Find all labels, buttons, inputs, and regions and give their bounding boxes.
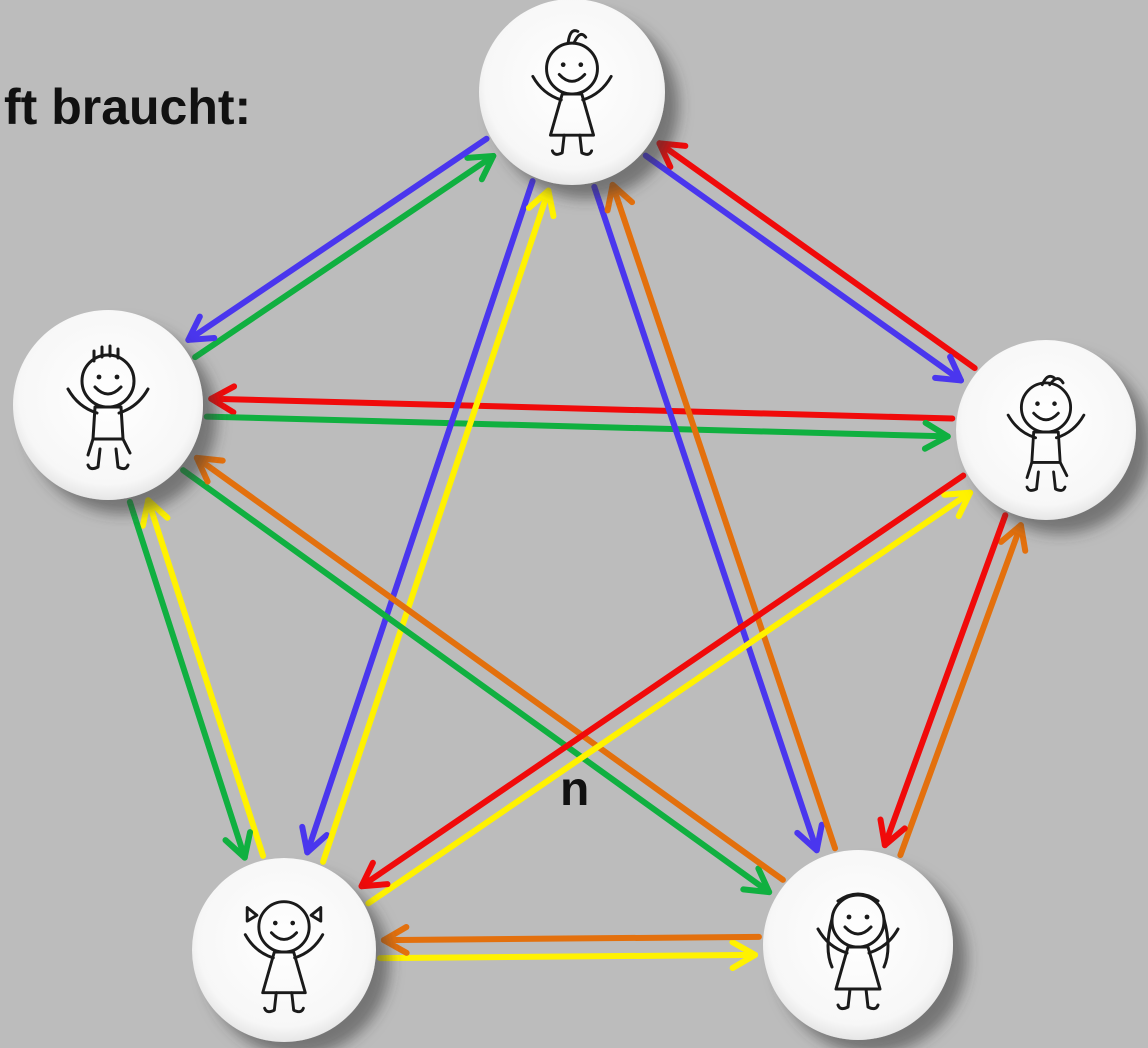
arrow-top-to-lower-left <box>299 178 536 856</box>
arrow-upper-left-to-upper-right <box>203 413 951 452</box>
arrow-lower-right-to-upper-left <box>193 454 786 883</box>
girl-dancing-icon <box>531 29 613 156</box>
arrow-top-to-upper-right <box>642 152 964 384</box>
arrow-upper-right-to-top <box>656 140 978 372</box>
child-node-upper-left <box>13 310 203 500</box>
slide-text-fragment-middle: n <box>560 763 590 816</box>
arrows-layer <box>126 135 1029 972</box>
arrow-lower-right-to-lower-left <box>380 924 762 956</box>
arrow-upper-left-to-top <box>192 152 497 361</box>
girl-with-bows-icon <box>243 900 325 1014</box>
arrow-lower-left-to-top <box>320 187 557 865</box>
arrow-upper-right-to-upper-left <box>208 383 956 422</box>
child-node-top <box>479 0 665 185</box>
arrow-lower-left-to-lower-right <box>377 939 759 972</box>
arrow-top-to-upper-left <box>185 135 490 343</box>
arrow-upper-right-to-lower-right <box>877 512 1009 849</box>
child-node-upper-right <box>956 340 1136 520</box>
boy-running-icon <box>1006 374 1086 492</box>
girl-long-hair-icon <box>816 892 900 1011</box>
child-node-lower-right <box>763 850 953 1040</box>
slide-text-fragment-top: ft braucht: <box>4 79 252 135</box>
arrow-upper-right-to-lower-left <box>358 472 967 890</box>
arrow-lower-right-to-top <box>604 181 839 852</box>
nodes-layer <box>13 0 1136 1042</box>
child-node-lower-left <box>192 858 376 1042</box>
arrow-upper-left-to-lower-left <box>126 498 254 861</box>
arrow-top-to-lower-right <box>591 183 825 854</box>
arrow-lower-left-to-upper-right <box>365 489 974 907</box>
arrow-upper-left-to-lower-right <box>180 467 773 896</box>
arrow-lower-right-to-upper-right <box>897 522 1029 859</box>
boy-waving-icon <box>66 344 150 471</box>
arrow-lower-left-to-upper-left <box>139 497 267 859</box>
